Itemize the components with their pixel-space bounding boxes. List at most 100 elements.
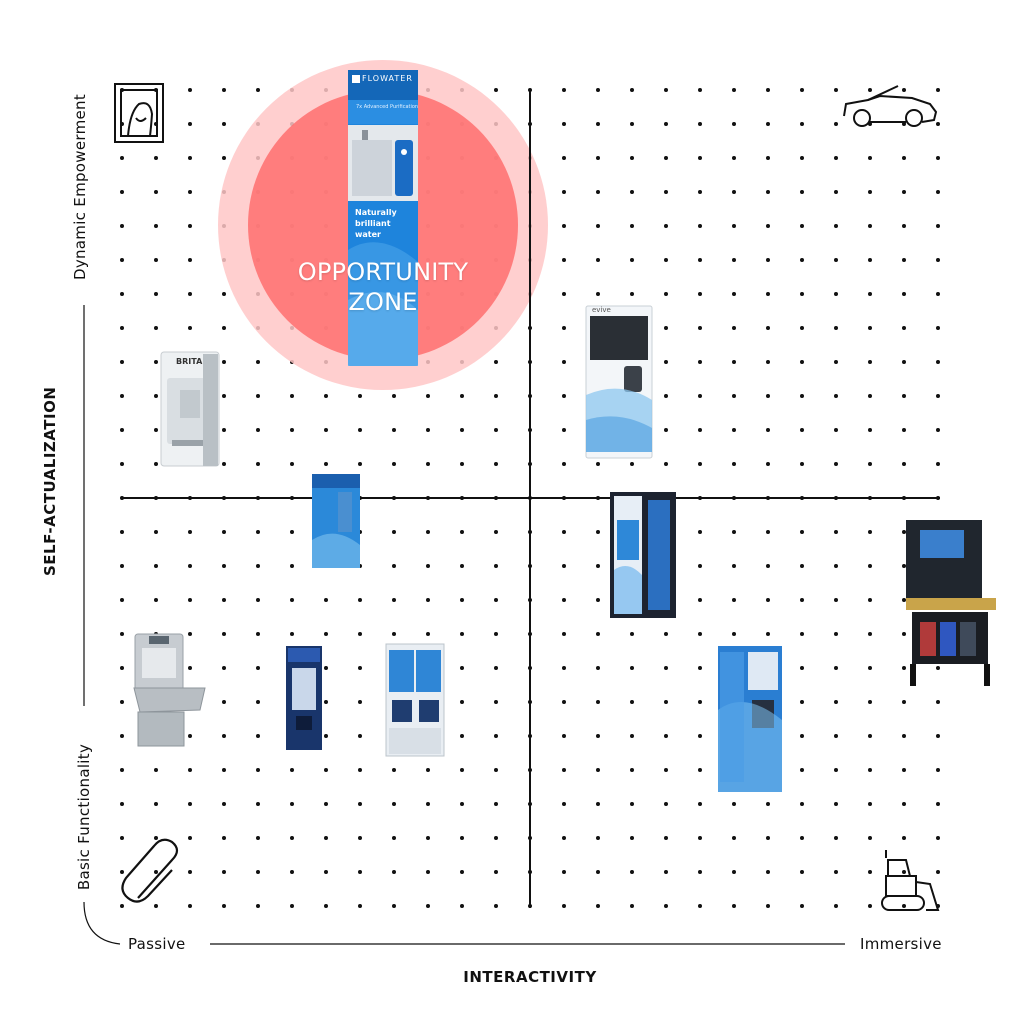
grid-dot xyxy=(494,904,498,908)
grid-dot xyxy=(222,904,226,908)
grid-dot xyxy=(732,836,736,840)
grid-dot xyxy=(188,156,192,160)
grid-dot xyxy=(800,156,804,160)
grid-dot xyxy=(154,258,158,262)
grid-dot xyxy=(188,564,192,568)
grid-dot xyxy=(766,836,770,840)
grid-dot xyxy=(290,632,294,636)
grid-dot xyxy=(256,904,260,908)
grid-dot xyxy=(222,292,226,296)
grid-dot xyxy=(188,258,192,262)
grid-dot xyxy=(460,530,464,534)
grid-dot xyxy=(596,88,600,92)
grid-dot xyxy=(698,904,702,908)
grid-dot xyxy=(766,326,770,330)
grid-dot xyxy=(596,530,600,534)
grid-dot xyxy=(222,564,226,568)
grid-dot xyxy=(902,768,906,772)
grid-dot xyxy=(834,904,838,908)
grid-dot xyxy=(630,768,634,772)
grid-dot xyxy=(732,904,736,908)
grid-dot xyxy=(800,870,804,874)
grid-dot xyxy=(596,904,600,908)
grid-dot xyxy=(766,394,770,398)
grid-dot xyxy=(256,836,260,840)
grid-dot xyxy=(460,734,464,738)
grid-dot xyxy=(868,632,872,636)
bottle-filling-fountain xyxy=(133,633,206,747)
grid-dot xyxy=(868,292,872,296)
grid-dot xyxy=(698,88,702,92)
grid-dot xyxy=(630,632,634,636)
grid-dot xyxy=(664,632,668,636)
grid-dot xyxy=(120,734,124,738)
flowater-brand: FLOWATER xyxy=(362,74,413,83)
grid-dot xyxy=(460,700,464,704)
grid-dot xyxy=(800,428,804,432)
grid-dot xyxy=(154,428,158,432)
grid-dot xyxy=(256,632,260,636)
grid-dot xyxy=(868,564,872,568)
grid-dot xyxy=(460,768,464,772)
grid-dot xyxy=(392,530,396,534)
grid-dot xyxy=(766,258,770,262)
grid-dot xyxy=(766,122,770,126)
grid-dot xyxy=(698,360,702,364)
grid-dot xyxy=(222,836,226,840)
grid-dot xyxy=(562,292,566,296)
grid-dot xyxy=(290,462,294,466)
grid-dot xyxy=(630,802,634,806)
grid-dot xyxy=(154,598,158,602)
grid-dot xyxy=(902,836,906,840)
grid-dot xyxy=(800,88,804,92)
grid-dot xyxy=(324,904,328,908)
grid-dot xyxy=(562,122,566,126)
grid-dot xyxy=(902,802,906,806)
grid-dot xyxy=(222,700,226,704)
grid-dot xyxy=(664,734,668,738)
grid-dot xyxy=(358,428,362,432)
flowater-tagline: Naturally brilliant water xyxy=(355,208,397,239)
grid-dot xyxy=(766,224,770,228)
grid-dot xyxy=(800,190,804,194)
grid-dot xyxy=(154,394,158,398)
grid-dot xyxy=(698,156,702,160)
grid-dot xyxy=(936,428,940,432)
grid-dot xyxy=(188,190,192,194)
grid-dot xyxy=(154,190,158,194)
grid-dot xyxy=(426,904,430,908)
grid-dot xyxy=(868,598,872,602)
grid-dot xyxy=(936,768,940,772)
grid-dot xyxy=(358,462,362,466)
grid-dot xyxy=(664,326,668,330)
grid-dot xyxy=(222,156,226,160)
grid-dot xyxy=(120,360,124,364)
grid-dot xyxy=(222,360,226,364)
grid-dot xyxy=(630,904,634,908)
grid-dot xyxy=(358,768,362,772)
grid-dot xyxy=(698,190,702,194)
grid-dot xyxy=(868,768,872,772)
grid-dot xyxy=(426,632,430,636)
grid-dot xyxy=(222,632,226,636)
grid-dot xyxy=(732,394,736,398)
grid-dot xyxy=(698,768,702,772)
grid-dot xyxy=(324,598,328,602)
grid-dot xyxy=(120,802,124,806)
grid-dot xyxy=(732,292,736,296)
grid-dot xyxy=(800,734,804,738)
grid-dot xyxy=(936,462,940,466)
grid-dot xyxy=(256,666,260,670)
grid-dot xyxy=(358,734,362,738)
grid-dot xyxy=(324,768,328,772)
grid-dot xyxy=(494,802,498,806)
grid-dot xyxy=(664,666,668,670)
grid-dot xyxy=(630,462,634,466)
grid-dot xyxy=(120,836,124,840)
grid-dot xyxy=(800,462,804,466)
grid-dot xyxy=(358,666,362,670)
grid-dot xyxy=(800,530,804,534)
grid-dot xyxy=(426,564,430,568)
grid-dot xyxy=(426,428,430,432)
grid-dot xyxy=(324,666,328,670)
